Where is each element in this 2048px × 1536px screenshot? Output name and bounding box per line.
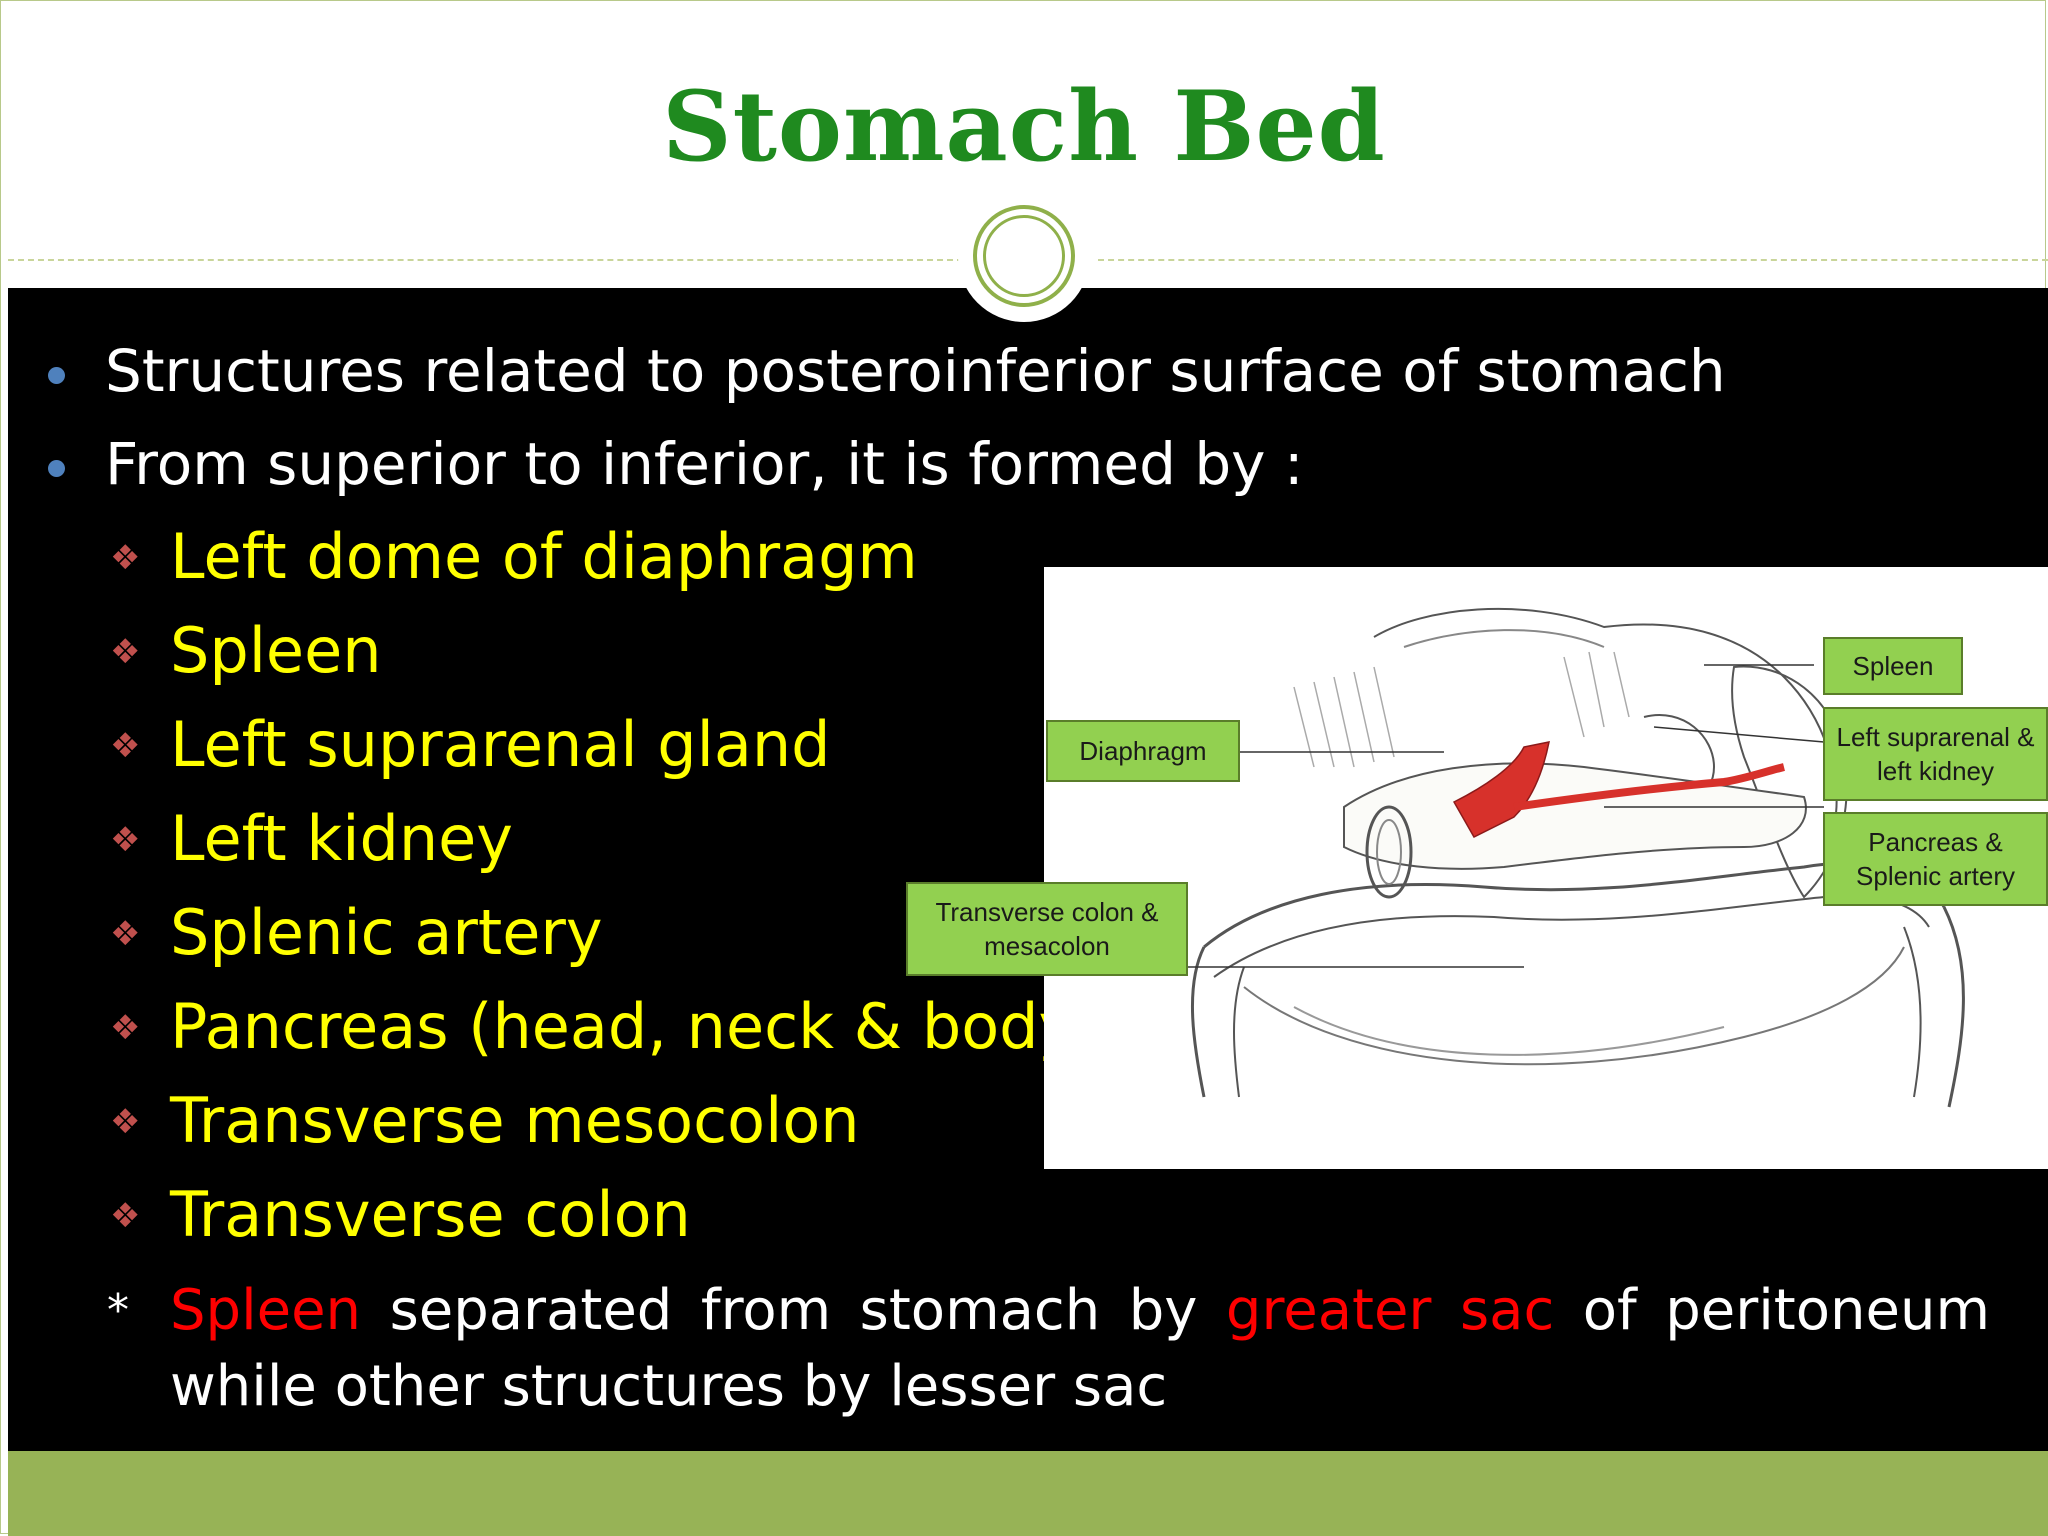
- note-paragraph: Spleen separated from stomach by greater…: [170, 1273, 1990, 1425]
- sub-item: ❖ Transverse colon: [110, 1178, 691, 1251]
- sub-item-text: Left dome of diaphragm: [170, 520, 918, 593]
- note-highlight-greater-sac: greater sac: [1225, 1278, 1555, 1343]
- sub-item-text: Pancreas (head, neck & body): [170, 990, 1100, 1063]
- bullet-dot-icon: [48, 367, 65, 384]
- label-transverse-colon: Transverse colon & mesacolon: [906, 882, 1188, 976]
- bullet-dot-icon: [48, 460, 65, 477]
- diamond-bullet-icon: ❖: [110, 632, 141, 672]
- note-text: of peritoneum while other structures by …: [170, 1278, 1990, 1419]
- sub-item: ❖ Spleen: [110, 614, 382, 687]
- label-suprarenal-kidney: Left suprarenal & left kidney: [1823, 707, 2048, 801]
- label-spleen: Spleen: [1823, 637, 1963, 695]
- slide-title: Stomach Bed: [662, 70, 1386, 183]
- bullet-item: Structures related to posteroinferior su…: [48, 337, 1726, 405]
- sub-item-text: Transverse mesocolon: [170, 1084, 860, 1157]
- diamond-bullet-icon: ❖: [110, 914, 141, 954]
- sub-item-text: Spleen: [170, 614, 382, 687]
- diamond-bullet-icon: ❖: [110, 1008, 141, 1048]
- sub-item-text: Left suprarenal gland: [170, 708, 831, 781]
- asterisk-note-marker: *: [107, 1285, 129, 1336]
- bullet-text: From superior to inferior, it is formed …: [105, 430, 1304, 498]
- sub-item: ❖ Left suprarenal gland: [110, 708, 831, 781]
- note-text: separated from stomach by: [361, 1278, 1226, 1343]
- bullet-item: From superior to inferior, it is formed …: [48, 430, 1304, 498]
- diamond-bullet-icon: ❖: [110, 1196, 141, 1236]
- title-divider-right: [1098, 259, 2048, 261]
- footer-bar: [8, 1451, 2048, 1536]
- divider-circle-inner: [983, 215, 1065, 297]
- diamond-bullet-icon: ❖: [110, 538, 141, 578]
- label-pancreas-artery: Pancreas & Splenic artery: [1823, 812, 2048, 906]
- label-diaphragm: Diaphragm: [1046, 720, 1240, 782]
- title-divider-left: [8, 259, 963, 261]
- diamond-bullet-icon: ❖: [110, 1102, 141, 1142]
- note-highlight-spleen: Spleen: [170, 1278, 362, 1343]
- divider-circle-ornament: [973, 205, 1075, 307]
- diamond-bullet-icon: ❖: [110, 820, 141, 860]
- sub-item: ❖ Transverse mesocolon: [110, 1084, 860, 1157]
- bullet-text: Structures related to posteroinferior su…: [105, 337, 1726, 405]
- sub-item-text: Left kidney: [170, 802, 513, 875]
- sub-item: ❖ Pancreas (head, neck & body): [110, 990, 1100, 1063]
- sub-item-text: Transverse colon: [170, 1178, 691, 1251]
- sub-item: ❖ Splenic artery: [110, 896, 603, 969]
- diamond-bullet-icon: ❖: [110, 726, 141, 766]
- sub-item: ❖ Left dome of diaphragm: [110, 520, 918, 593]
- sub-item: ❖ Left kidney: [110, 802, 513, 875]
- sub-item-text: Splenic artery: [170, 896, 603, 969]
